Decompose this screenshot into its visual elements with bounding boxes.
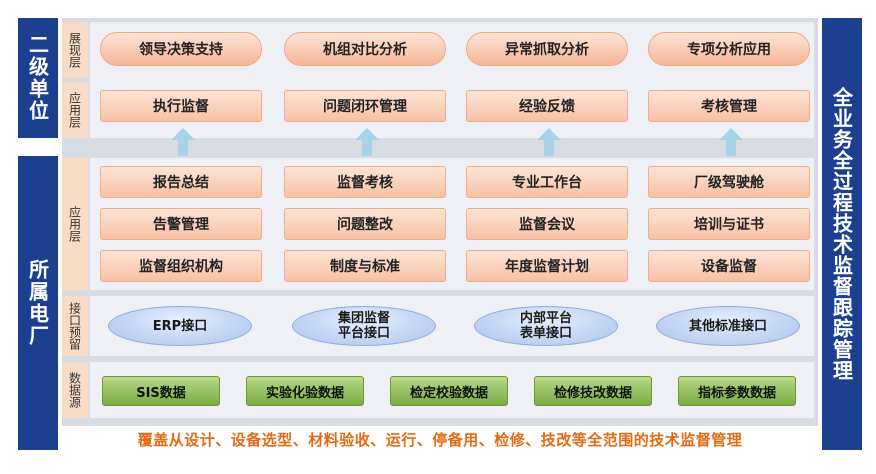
layer-label-app-top: 应用层 bbox=[62, 82, 88, 138]
interface-label: 其他标准接口 bbox=[688, 318, 767, 334]
display-item-anomaly-capture: 异常抓取分析 bbox=[466, 32, 628, 66]
interface-other-standard: 其他标准接口 bbox=[656, 306, 800, 346]
interface-label: 集团监督 bbox=[337, 311, 390, 326]
app-top-item-execution-supervision: 执行监督 bbox=[100, 90, 262, 122]
display-item-unit-comparison: 机组对比分析 bbox=[284, 32, 446, 66]
app-item-standards: 制度与标准 bbox=[284, 250, 446, 282]
left-label-secondary-unit: 二级单位 bbox=[18, 18, 58, 138]
app-item-supervision-assessment: 监督考核 bbox=[284, 166, 446, 198]
display-item-leadership-decision: 领导决策支持 bbox=[100, 32, 262, 66]
app-item-organization: 监督组织机构 bbox=[100, 250, 262, 282]
app-item-annual-plan: 年度监督计划 bbox=[466, 250, 628, 282]
app-item-training: 培训与证书 bbox=[648, 208, 810, 240]
app-item-workbench: 专业工作台 bbox=[466, 166, 628, 198]
up-arrow-icon bbox=[537, 128, 561, 156]
interface-internal-platform: 内部平台 表单接口 bbox=[474, 306, 618, 346]
app-item-equipment: 设备监督 bbox=[648, 250, 810, 282]
layer-label-app-main: 应用层 bbox=[62, 158, 88, 290]
up-arrow-icon bbox=[355, 128, 379, 156]
left-label-power-plant: 所属电厂 bbox=[18, 156, 58, 450]
app-item-report-summary: 报告总结 bbox=[100, 166, 262, 198]
interface-label: 表单接口 bbox=[519, 326, 572, 341]
layer-label-display: 展现层 bbox=[62, 22, 88, 78]
data-source-calibration: 检定校验数据 bbox=[390, 376, 508, 406]
interface-label: ERP接口 bbox=[152, 318, 208, 334]
app-item-rectification: 问题整改 bbox=[284, 208, 446, 240]
up-arrow-icon bbox=[171, 128, 195, 156]
interface-label: 平台接口 bbox=[337, 326, 390, 341]
interface-erp: ERP接口 bbox=[108, 306, 252, 346]
display-item-special-analysis: 专项分析应用 bbox=[648, 32, 810, 66]
app-item-cockpit: 厂级驾驶舱 bbox=[648, 166, 810, 198]
data-source-maintenance: 检修技改数据 bbox=[534, 376, 652, 406]
app-top-item-experience-feedback: 经验反馈 bbox=[466, 90, 628, 122]
right-label-full-process: 全业务全过程技术监督跟踪管理 bbox=[822, 18, 862, 450]
up-arrow-icon bbox=[719, 128, 743, 156]
data-source-lab: 实验化验数据 bbox=[246, 376, 364, 406]
app-item-meeting: 监督会议 bbox=[466, 208, 628, 240]
app-item-alarm-management: 告警管理 bbox=[100, 208, 262, 240]
app-top-item-assessment: 考核管理 bbox=[648, 90, 810, 122]
interface-group-platform: 集团监督 平台接口 bbox=[292, 306, 436, 346]
interface-label: 内部平台 bbox=[519, 311, 572, 326]
app-top-item-closed-loop: 问题闭环管理 bbox=[284, 90, 446, 122]
data-source-sis: SIS数据 bbox=[102, 376, 220, 406]
data-source-indicators: 指标参数数据 bbox=[678, 376, 796, 406]
layer-label-data-source: 数据源 bbox=[62, 362, 88, 418]
footer-caption: 覆盖从设计、设备选型、材料验收、运行、停备用、检修、技改等全范围的技术监督管理 bbox=[137, 430, 743, 449]
layer-label-interface: 接口预留 bbox=[62, 296, 88, 356]
